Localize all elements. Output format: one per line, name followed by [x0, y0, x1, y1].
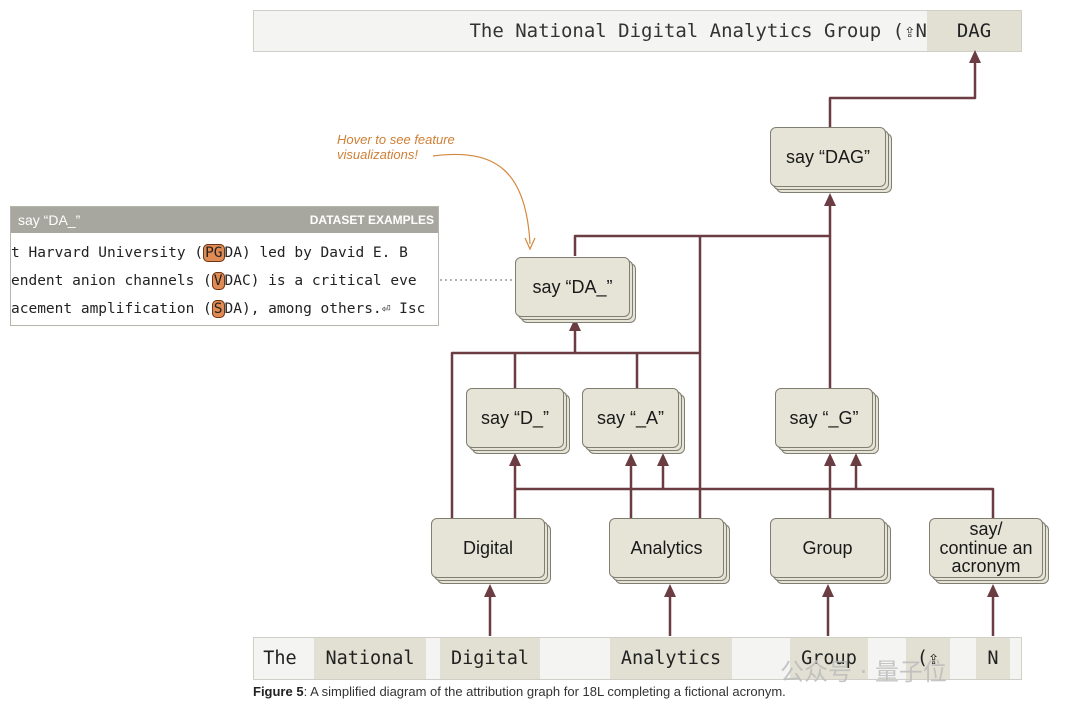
- input-token: N: [976, 638, 1010, 679]
- node-say-dag[interactable]: say “DAG”: [770, 127, 886, 187]
- node-say-a[interactable]: say “_A”: [582, 388, 679, 448]
- edge-acronym-bus: [515, 487, 995, 518]
- input-token: (⇪: [906, 638, 950, 679]
- input-token: Group: [790, 638, 868, 679]
- edge-dag-bus: [573, 193, 836, 256]
- feature-visualization-panel: say “DA_” DATASET EXAMPLES t Harvard Uni…: [10, 206, 439, 326]
- node-say-d[interactable]: say “D_”: [466, 388, 564, 448]
- node-digital[interactable]: Digital: [431, 518, 545, 578]
- node-analytics[interactable]: Analytics: [609, 518, 724, 578]
- figure-label: Figure 5: [253, 684, 304, 699]
- node-acronym[interactable]: say/ continue an acronym: [929, 518, 1043, 578]
- input-token-strip: The National Digital Analytics Group (⇪ …: [253, 637, 1022, 680]
- hover-annotation: Hover to see feature visualizations!: [337, 132, 455, 162]
- input-token: National: [314, 638, 426, 679]
- input-token: Analytics: [610, 638, 732, 679]
- dataset-examples-label: DATASET EXAMPLES: [309, 213, 434, 227]
- output-token-dag: DAG: [927, 11, 1021, 51]
- output-context-text: The National Digital Analytics Group (⇪N: [469, 20, 927, 42]
- panel-feature-title: say “DA_”: [18, 212, 81, 228]
- input-token: The: [263, 648, 297, 669]
- edge-dag-to-output: [828, 50, 981, 128]
- node-say-da[interactable]: say “DA_”: [515, 257, 630, 317]
- output-context-strip: The National Digital Analytics Group (⇪N…: [253, 10, 1022, 52]
- node-say-g[interactable]: say “_G”: [775, 388, 873, 448]
- panel-header: say “DA_” DATASET EXAMPLES: [11, 207, 438, 233]
- annotation-arrow: [432, 153, 531, 245]
- figure-caption: Figure 5: A simplified diagram of the at…: [253, 684, 786, 699]
- node-group[interactable]: Group: [770, 518, 885, 578]
- input-token: Digital: [440, 638, 540, 679]
- caption-text: : A simplified diagram of the attributio…: [303, 684, 786, 699]
- wechat-watermark: 公众号 · 量子位: [780, 658, 947, 686]
